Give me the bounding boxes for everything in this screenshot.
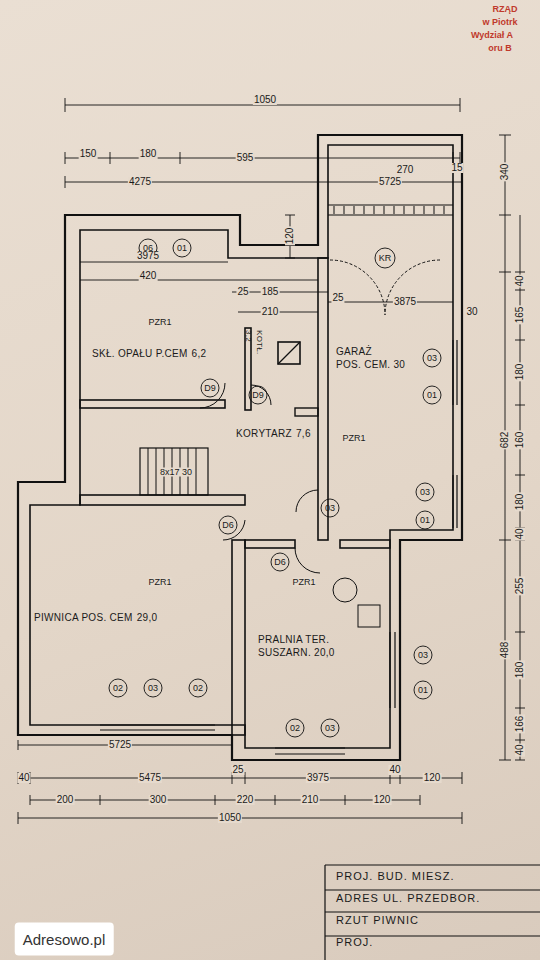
dimension: 270: [396, 165, 415, 175]
room-name: SKŁ. OPAŁU P.CEM: [92, 348, 188, 359]
dimension: 5725: [378, 177, 402, 187]
callout-number: 03: [418, 651, 428, 660]
callout-number: 01: [427, 391, 437, 400]
room-name: GARAŻ: [336, 346, 372, 357]
stamp-text: Wydział A: [471, 31, 513, 40]
callout-number: D9: [252, 391, 264, 400]
callout-number: 01: [177, 244, 187, 253]
dimension: 165: [515, 306, 525, 325]
floor-note: PZR1: [292, 578, 315, 587]
dimension: 160: [515, 431, 525, 450]
callout-number: 03: [427, 354, 437, 363]
watermark: Adresowo.pl: [15, 923, 114, 956]
dimension: 15: [450, 163, 463, 173]
dimension: 180: [139, 149, 158, 159]
dimension: 120: [373, 795, 392, 805]
callout-number: 06: [143, 244, 153, 253]
room-name: KORYTARZ: [236, 428, 292, 439]
dimension: 40: [515, 274, 525, 287]
title-text: ADRES UL. PRZEDBOR.: [336, 892, 480, 904]
title-text: PROJ. BUD. MIESZ.: [336, 870, 454, 882]
dimension: 185: [261, 287, 280, 297]
dimension: 210: [301, 795, 320, 805]
room: PRALNIA TER. SUSZARN. 20,0: [258, 634, 335, 658]
floor-note: PZR1: [148, 578, 171, 587]
dimension: 200: [56, 795, 75, 805]
title-block: PROJ. BUD. MIESZ. ADRES UL. PRZEDBOR. RZUT…: [336, 870, 480, 948]
stamp-text: oru B: [488, 44, 512, 53]
dimension: 25: [236, 287, 249, 297]
dimension: 25: [231, 765, 244, 775]
dimension: 1050: [253, 95, 277, 105]
callout-number: 02: [113, 684, 123, 693]
floor-note: 8x17 30: [160, 468, 192, 477]
room: SKŁ. OPAŁU P.CEM 6,2: [92, 348, 206, 359]
dimension: 40: [515, 527, 525, 540]
callout-number: D6: [274, 558, 286, 567]
dimension: 3975: [136, 251, 160, 261]
room-area: 3,2: [244, 330, 253, 342]
dimension: 40: [388, 765, 401, 775]
dimension: 3975: [306, 773, 330, 783]
dimension: 166: [515, 715, 525, 734]
dimension: 220: [236, 795, 255, 805]
dimension: 420: [139, 271, 158, 281]
callout-number: 03: [325, 504, 335, 513]
room-area: 29,0: [137, 612, 158, 623]
dimension: 5725: [108, 740, 132, 750]
floor-note: PZR1: [148, 318, 171, 327]
dimension: 180: [515, 363, 525, 382]
stamp-text: w Piotrk: [482, 18, 517, 27]
callout-number: 03: [148, 684, 158, 693]
dimension: 40: [17, 773, 30, 783]
dimension: 4275: [128, 177, 152, 187]
dimension: 1050: [218, 813, 242, 823]
room: KOTŁ.3,2: [244, 330, 264, 355]
dimension: 3875: [393, 297, 417, 307]
room-area: SUSZARN. 20,0: [258, 647, 335, 658]
callout-number: 02: [193, 684, 203, 693]
dimension: 25: [331, 293, 344, 303]
dimension: 180: [515, 493, 525, 512]
callout-number: KR: [379, 254, 392, 263]
dimension: 488: [500, 641, 510, 660]
dimension: 300: [149, 795, 168, 805]
dimension: 682: [500, 431, 510, 450]
callout-number: D9: [204, 384, 216, 393]
dimension: 210: [261, 307, 280, 317]
stamp-text: RZĄD: [493, 5, 518, 14]
dimension: 255: [515, 577, 525, 596]
room-name: PIWNICA POS. CEM: [34, 612, 133, 623]
room-area: 7,6: [296, 428, 311, 439]
dimension: 595: [236, 153, 255, 163]
dimension: 120: [285, 227, 295, 246]
floor-note: PZR1: [342, 434, 365, 443]
callout-number: 01: [420, 516, 430, 525]
room: GARAŻ POS. CEM. 30: [336, 346, 405, 370]
callout-number: 02: [290, 724, 300, 733]
dimension: 30: [465, 307, 478, 317]
title-text: PROJ.: [336, 936, 373, 948]
dimension: 340: [500, 163, 510, 182]
dimension: 120: [423, 773, 442, 783]
dimension: 40: [515, 743, 525, 756]
title-text: RZUT PIWNIC: [336, 914, 419, 926]
room-area: 6,2: [192, 348, 207, 359]
room-name: KOTŁ.: [255, 330, 264, 355]
room-name: PRALNIA TER.: [258, 634, 329, 645]
room: KORYTARZ 7,6: [236, 428, 311, 439]
callout-number: 03: [325, 724, 335, 733]
dimension: 5475: [138, 773, 162, 783]
callout-number: D6: [222, 521, 234, 530]
room: PIWNICA POS. CEM 29,0: [34, 612, 157, 623]
callout-number: 03: [420, 488, 430, 497]
callout-number: 01: [418, 686, 428, 695]
dimension: 150: [79, 149, 98, 159]
dimension: 180: [515, 661, 525, 680]
room-area: POS. CEM. 30: [336, 359, 405, 370]
